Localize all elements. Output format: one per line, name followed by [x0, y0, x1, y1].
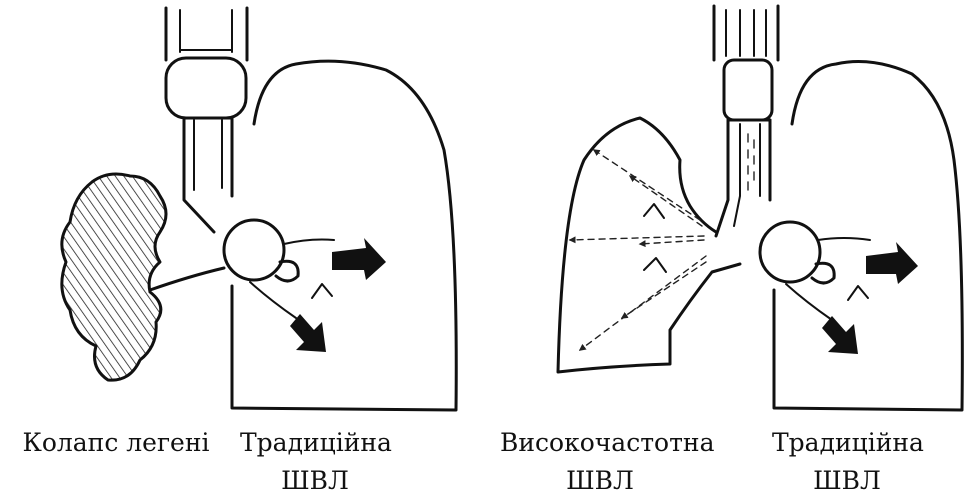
- hf-chevron-2: [644, 258, 666, 272]
- label-high-frequency-line1: Високочастотна: [500, 424, 700, 462]
- left-bronchus: [150, 268, 224, 290]
- right-airflow-arrow-right: [866, 242, 918, 284]
- right-inflated-lung: [774, 62, 962, 410]
- label-high-frequency: Високочастотна ШВЛ: [500, 424, 700, 500]
- label-collapse: Колапс легені: [6, 424, 226, 462]
- left-bronchus-balloon: [224, 220, 284, 280]
- right-panel: [558, 6, 962, 410]
- label-high-frequency-line2: ШВЛ: [500, 462, 700, 500]
- label-traditional-left-line1: Традиційна: [240, 424, 390, 462]
- collapsed-lung: [62, 174, 166, 380]
- left-panel: [62, 8, 456, 410]
- left-airflow-arrow-right: [332, 238, 386, 280]
- right-cuff: [724, 60, 772, 120]
- right-chevron: [848, 286, 868, 300]
- hf-chevron-1: [644, 204, 664, 218]
- left-chevron: [312, 284, 332, 298]
- hf-lung: [558, 118, 740, 372]
- right-airflow-arrow-down: [822, 316, 858, 354]
- hf-radiating-arrows: [570, 150, 706, 350]
- left-airflow-arrow-down: [290, 314, 326, 352]
- right-branch-upper: [818, 238, 870, 240]
- left-branch: [250, 282, 296, 318]
- label-traditional-right-line2: ШВЛ: [772, 462, 922, 500]
- left-inflated-lung: [232, 61, 456, 410]
- right-tube: [716, 120, 770, 236]
- label-traditional-left-line2: ШВЛ: [240, 462, 390, 500]
- label-traditional-right: Традиційна ШВЛ: [772, 424, 922, 500]
- left-trachea: [166, 8, 247, 60]
- right-bronchus-balloon: [760, 222, 820, 282]
- left-tube: [184, 118, 232, 232]
- right-trachea: [714, 6, 778, 60]
- label-traditional-right-line1: Традиційна: [772, 424, 922, 462]
- left-cuff: [166, 58, 246, 118]
- right-branch: [786, 284, 832, 320]
- left-branch-upper: [284, 240, 334, 245]
- label-traditional-left: Традиційна ШВЛ: [240, 424, 390, 500]
